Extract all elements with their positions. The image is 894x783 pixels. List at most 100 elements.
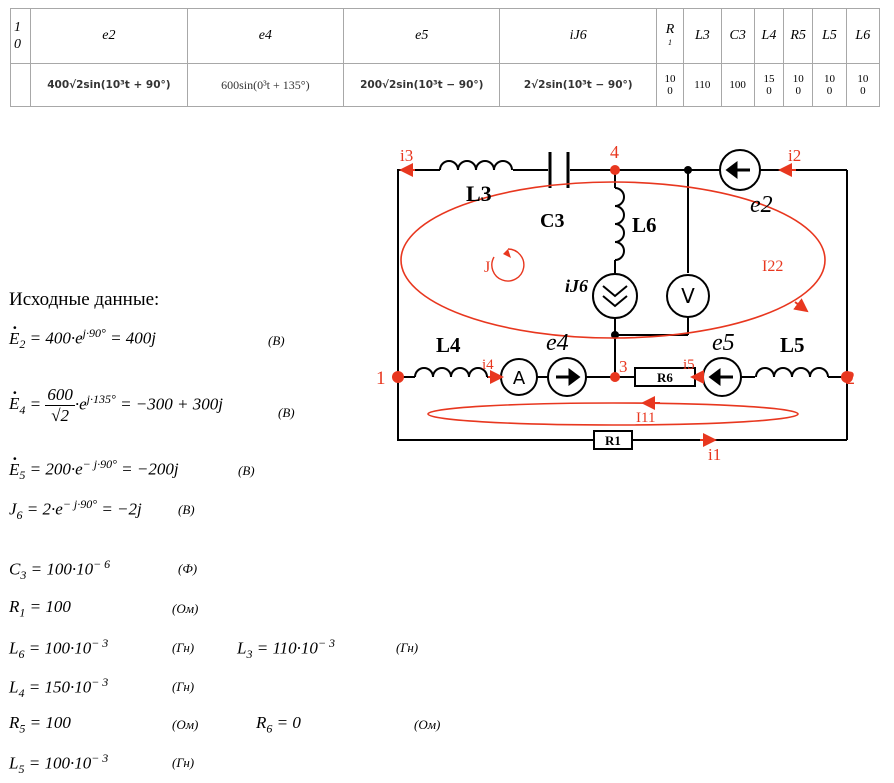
header-e4: e4 — [186, 8, 345, 64]
r6-label: R6 — [657, 370, 673, 385]
equation-l4: L4 = 150·10− 3 — [9, 675, 109, 701]
variant-empty-cell — [9, 63, 32, 107]
label-i4: i4 — [482, 357, 494, 373]
capacitor-c3 — [548, 152, 570, 188]
r1-label: R1 — [605, 433, 621, 448]
unit-c3: (Ф) — [178, 561, 198, 576]
loop-i22-arrow-icon — [793, 298, 809, 313]
equation-r1: R1 = 100 — [9, 597, 71, 620]
header-ij6: iJ6 — [499, 8, 657, 64]
label-l5: L5 — [780, 333, 805, 357]
double-chevron-down-icon — [602, 285, 628, 308]
unit-e5: (В) — [238, 463, 255, 478]
loop-j-circle — [491, 248, 525, 282]
equation-r6: R6 = 0 — [256, 713, 301, 736]
ammeter-label: A — [513, 368, 526, 389]
header-l6: L6 — [845, 8, 881, 64]
source-e4-arrow-icon — [556, 368, 581, 386]
label-e2: e2 — [750, 192, 773, 218]
equation-e4: E4 = 600√2·ej·135° = −300 + 300j — [9, 383, 223, 426]
variant-digit-2: 0 — [14, 37, 21, 52]
given-data-heading: Исходные данные: — [9, 289, 160, 310]
value-l3: 110 — [683, 63, 722, 107]
label-e5: e5 — [712, 330, 735, 356]
equation-c3: C3 = 100·10− 6 — [9, 557, 111, 583]
label-node-2: 2 — [846, 368, 856, 389]
inductor-l6 — [614, 187, 625, 261]
value-e2: 400√2sin(10³t + 90°) — [30, 63, 188, 107]
junction-mid-dot — [611, 331, 619, 339]
header-e5: e5 — [343, 8, 501, 64]
header-r5: R5 — [783, 8, 814, 64]
value-e4: 600sin(0³t + 135°) — [186, 63, 345, 107]
source-e2-arrow-icon — [725, 161, 750, 179]
header-l4: L4 — [753, 8, 785, 64]
label-i11: I11 — [636, 410, 655, 426]
inductor-l3 — [439, 160, 513, 171]
label-node-1: 1 — [376, 368, 386, 389]
label-i2: i2 — [788, 146, 801, 165]
unit-l4: (Гн) — [172, 679, 195, 694]
unit-j6: (В) — [178, 502, 195, 517]
equation-l6: L6 = 100·10− 3 — [9, 636, 109, 662]
unit-l5: (Гн) — [172, 755, 195, 770]
variant-digit-1: 1 — [14, 20, 21, 35]
label-l3: L3 — [466, 181, 492, 206]
label-e4: e4 — [546, 330, 569, 356]
unit-r5: (Ом) — [172, 717, 199, 732]
node-4-dot — [610, 165, 620, 175]
label-j: J — [484, 259, 490, 276]
equation-j6: J6 = 2·e− j·90° = −2j — [9, 497, 142, 523]
equation-r5: R5 = 100 — [9, 713, 71, 736]
black-labels: L3 C3 L6 e2 iJ6 L4 e4 e5 L5 — [436, 181, 805, 357]
label-ij6: iJ6 — [565, 276, 588, 296]
equation-e2: E2 = 400·ej·90° = 400j — [9, 318, 156, 352]
header-l3: L3 — [683, 8, 722, 64]
label-i22: I22 — [762, 258, 783, 275]
label-l6: L6 — [632, 213, 657, 237]
junction-top-dot — [684, 166, 692, 174]
node-2-dot — [841, 371, 853, 383]
node-1-dot — [392, 371, 404, 383]
header-l5: L5 — [812, 8, 847, 64]
resistor-r1 — [593, 430, 633, 450]
label-c3: C3 — [540, 210, 564, 232]
junction-dots — [392, 165, 853, 383]
header-e2: e2 — [30, 8, 188, 64]
source-e5-arrow-icon — [708, 368, 733, 386]
label-i5: i5 — [683, 357, 695, 373]
label-node-3: 3 — [619, 357, 628, 376]
inductor-l5 — [755, 367, 829, 378]
label-l4: L4 — [436, 333, 461, 357]
label-i1: i1 — [708, 445, 721, 464]
header-c3: C3 — [720, 8, 755, 64]
unit-e4: (В) — [278, 405, 295, 420]
node-3-dot — [610, 372, 620, 382]
value-ij6: 2√2sin(10³t − 90°) — [499, 63, 657, 107]
equation-l3: L3 = 110·10− 3 — [237, 636, 336, 662]
loop-i22-ellipse — [400, 181, 826, 339]
unit-r6: (Ом) — [414, 717, 441, 732]
loop-j-arrow-icon — [503, 249, 511, 258]
circuit-diagram: V A R6 R1 i3 i2 4 J I22 1 — [376, 142, 855, 464]
unit-l6: (Гн) — [172, 640, 195, 655]
label-i3: i3 — [400, 146, 413, 165]
value-c3: 100 — [720, 63, 755, 107]
fraction-600-sqrt2: 600√2 — [45, 385, 75, 425]
red-labels: i3 i2 4 J I22 1 i4 3 i5 2 I11 i1 — [376, 142, 855, 464]
inductor-l4 — [414, 367, 488, 378]
unit-l3: (Гн) — [396, 640, 419, 655]
voltmeter-label: V — [681, 284, 695, 308]
unit-r1: (Ом) — [172, 601, 199, 616]
value-e5: 200√2sin(10³t − 90°) — [343, 63, 501, 107]
voltmeter — [666, 274, 710, 318]
